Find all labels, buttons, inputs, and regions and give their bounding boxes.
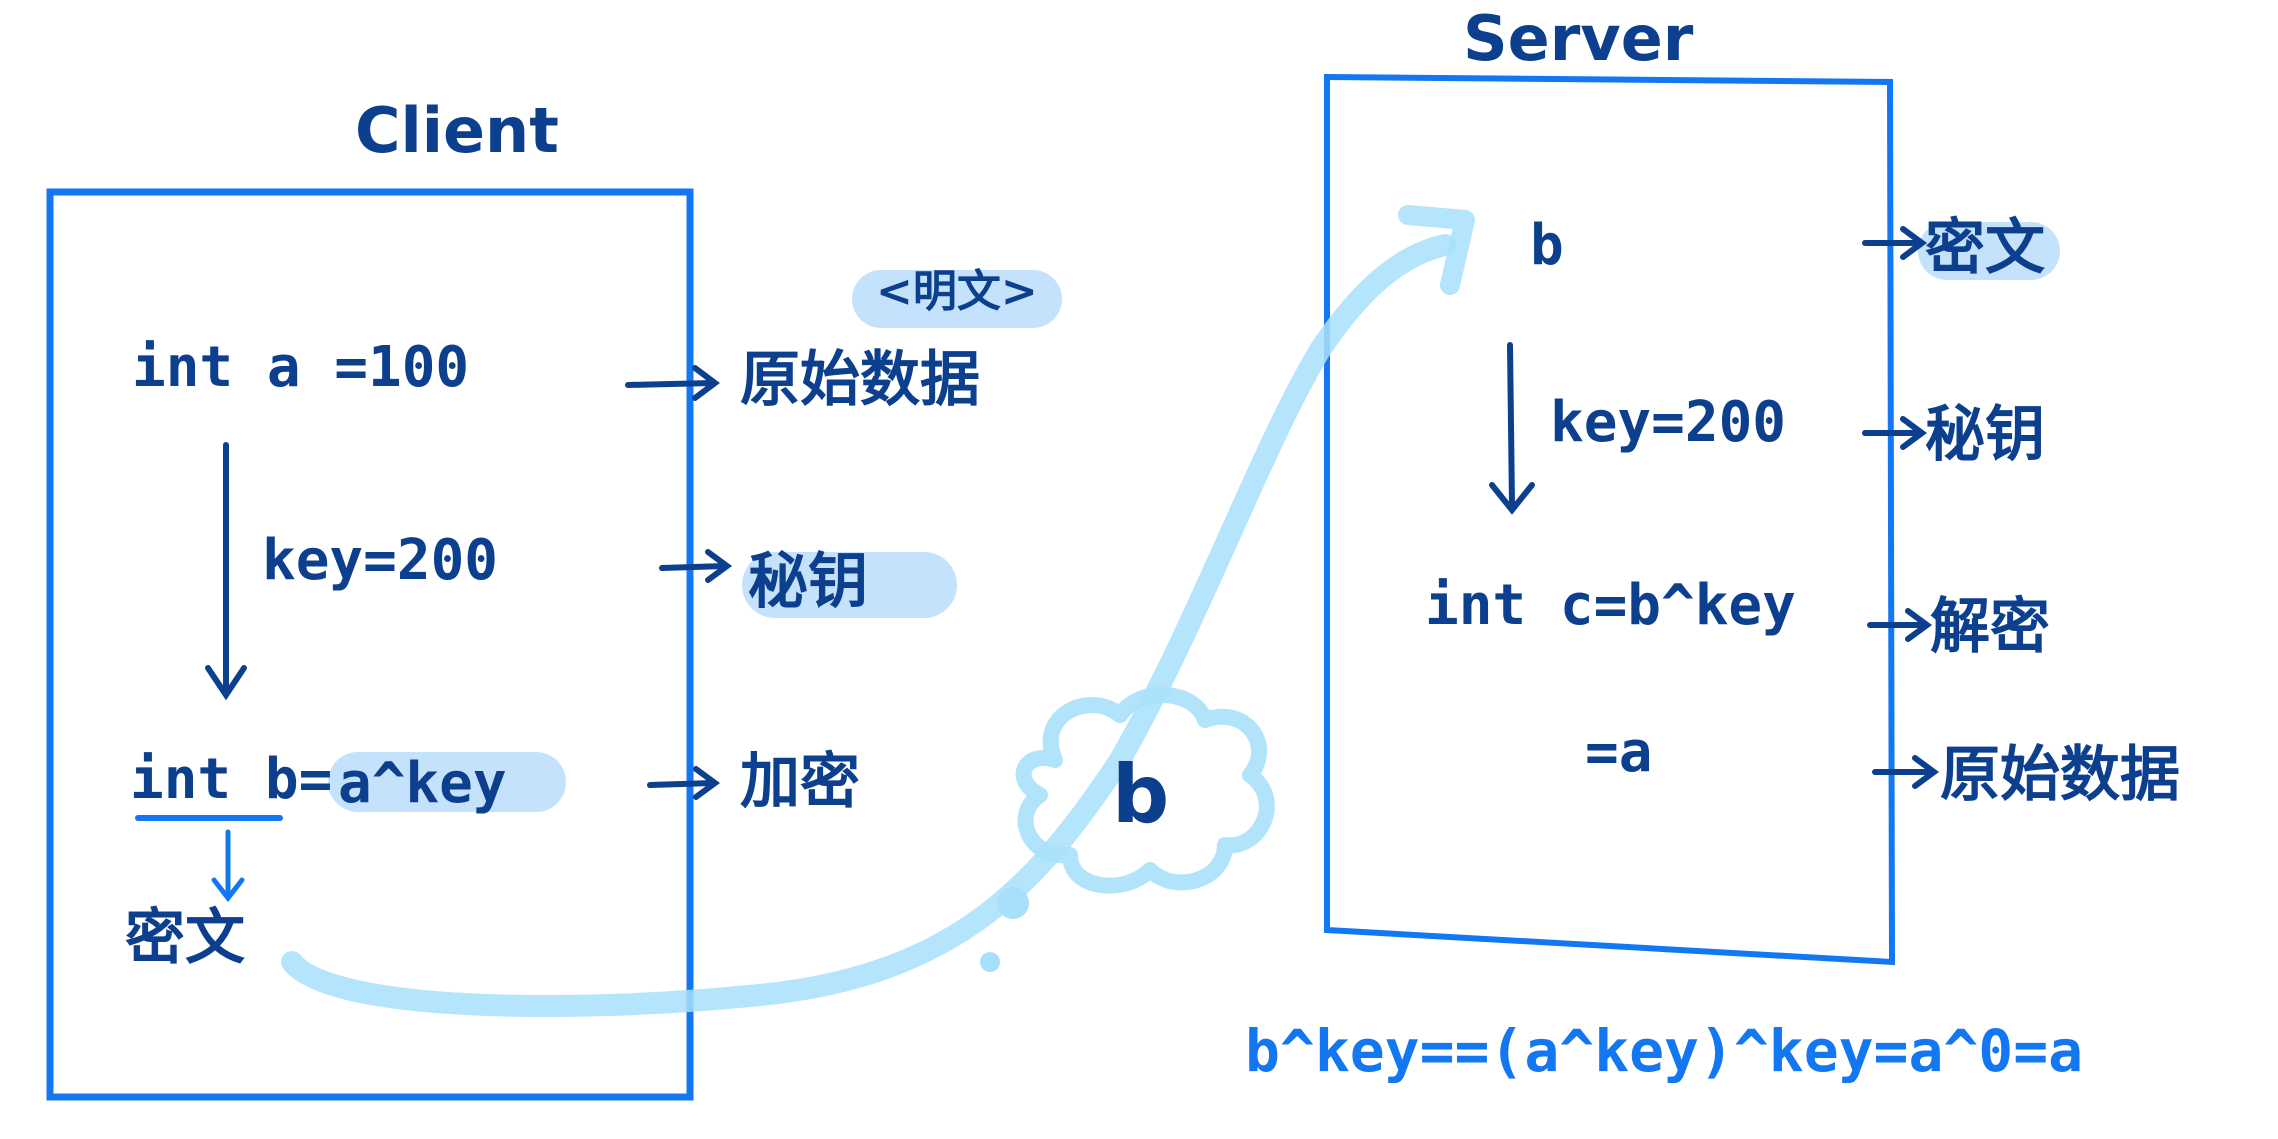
client-small-arrow (211, 829, 245, 903)
server-line-key: key=200 (1550, 390, 1787, 455)
transfer-cloud (1015, 687, 1275, 894)
xor-formula: b^key==(a^key)^key=a^0=a (1245, 1017, 2084, 1085)
highlight-key-note (742, 552, 957, 618)
client-flow-arrow (205, 442, 247, 701)
server-line-b: b (1530, 213, 1564, 278)
server-note-cipher: 密文 (1925, 213, 2045, 283)
server-title: Server (1463, 2, 1694, 75)
client-note-raw-data: 原始数据 (740, 345, 980, 415)
client-line-int-a: int a =100 (132, 335, 470, 400)
cloud-dot-large (997, 887, 1029, 919)
transfer-label-b: b (1112, 748, 1170, 841)
client-line-a-xor-key: a^key (338, 751, 507, 816)
client-note-arrows (625, 365, 733, 800)
highlight-plain-tag (852, 270, 1062, 328)
client-note-key: 秘钥 (748, 547, 868, 617)
server-flow-arrow (1489, 342, 1535, 515)
server-note-arrows (1862, 226, 1940, 789)
server-note-raw-data: 原始数据 (1940, 740, 2180, 810)
server-note-key: 秘钥 (1925, 400, 2045, 470)
server-line-equals-a: =a (1585, 720, 1653, 785)
server-note-decrypt: 解密 (1930, 592, 2050, 662)
client-title: Client (355, 94, 559, 167)
client-box (46, 188, 694, 1101)
server-line-int-c: int c=b^key (1425, 573, 1796, 638)
client-line-int-b: int b= (130, 747, 333, 812)
transfer-flow-arrowhead (1398, 205, 1475, 295)
client-line-cipher: 密文 (125, 903, 245, 973)
client-note-encrypt: 加密 (740, 747, 860, 817)
cloud-dot-small (980, 952, 1000, 972)
highlight-a-xor-key (328, 752, 566, 812)
highlight-server-cipher (1918, 222, 2060, 280)
client-line-key: key=200 (262, 528, 499, 593)
transfer-flow-curve (281, 234, 1456, 1018)
plain-text-tag: <明文> (876, 266, 1038, 317)
server-box (1324, 73, 1896, 966)
